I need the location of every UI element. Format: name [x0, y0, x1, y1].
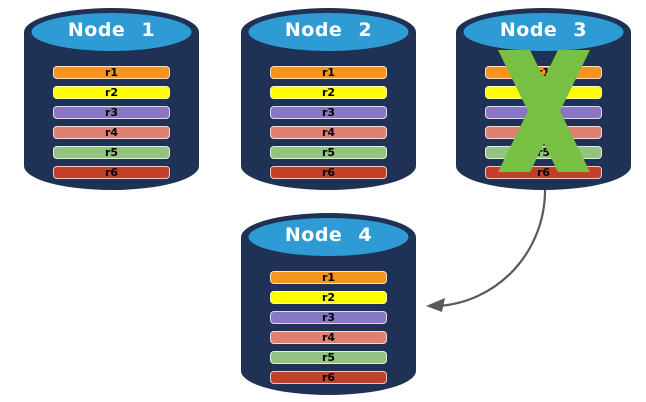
- record-row: r4: [270, 331, 387, 344]
- record-row: r3: [270, 311, 387, 324]
- row-list: r1 r2 r3 r4 r5 r6: [53, 66, 170, 186]
- node-label: Node 2: [284, 19, 373, 41]
- record-row: r1: [53, 66, 170, 79]
- node-3: Node 3 r1 r2 r3 r4 r5 r6: [456, 8, 631, 192]
- node-label: Node 1: [67, 19, 156, 41]
- row-list: r1 r2 r3 r4 r5 r6: [270, 66, 387, 186]
- record-row: r1: [270, 66, 387, 79]
- node-4: Node 4 r1 r2 r3 r4 r5 r6: [241, 213, 416, 397]
- x-mark-icon: [498, 50, 590, 172]
- node-1: Node 1 r1 r2 r3 r4 r5 r6: [24, 8, 199, 192]
- record-row: r4: [53, 126, 170, 139]
- node-2: Node 2 r1 r2 r3 r4 r5 r6: [241, 8, 416, 192]
- database-cylinder-icon: [24, 8, 199, 190]
- record-row: r5: [53, 146, 170, 159]
- node-label: Node 3: [499, 19, 588, 41]
- record-row: r6: [270, 371, 387, 384]
- record-row: r2: [270, 291, 387, 304]
- row-list: r1 r2 r3 r4 r5 r6: [270, 271, 387, 391]
- record-row: r6: [53, 166, 170, 179]
- record-row: r3: [53, 106, 170, 119]
- record-row: r3: [270, 106, 387, 119]
- database-cylinder-icon: [241, 213, 416, 395]
- arrow-node3-to-node4: [426, 189, 547, 312]
- record-row: r2: [270, 86, 387, 99]
- node-label: Node 4: [284, 224, 373, 246]
- record-row: r5: [270, 146, 387, 159]
- database-cylinder-icon: [241, 8, 416, 190]
- arrow-curve: [437, 189, 547, 308]
- record-row: r4: [270, 126, 387, 139]
- arrow-head-icon: [426, 298, 445, 312]
- record-row: r6: [270, 166, 387, 179]
- record-row: r2: [53, 86, 170, 99]
- record-row: r1: [270, 271, 387, 284]
- record-row: r5: [270, 351, 387, 364]
